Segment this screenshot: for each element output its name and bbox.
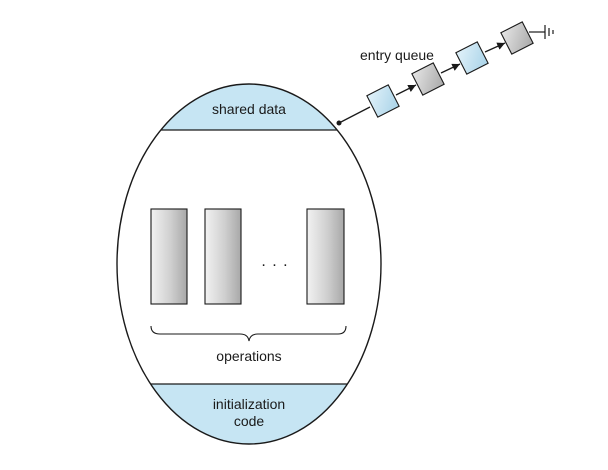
queue-arrow — [395, 84, 417, 96]
queue-process — [366, 84, 400, 118]
queue-null-terminator-icon — [529, 25, 554, 39]
initialization-label-line2: code — [234, 413, 265, 429]
operation-box — [204, 208, 242, 305]
initialization-label-line1: initialization — [213, 396, 285, 412]
queue-connector — [338, 106, 371, 124]
monitor-outline — [116, 83, 382, 445]
shared-data-region — [117, 84, 381, 130]
operations-ellipsis: . . . — [261, 253, 288, 270]
operations-label: operations — [216, 348, 281, 364]
operation-box — [150, 208, 188, 305]
queue-process — [455, 41, 489, 75]
queue-arrow — [484, 42, 506, 53]
shared-data-label: shared data — [212, 101, 286, 117]
queue-process — [411, 62, 445, 96]
operations-brace — [150, 325, 347, 342]
operation-box — [306, 208, 345, 305]
queue-arrow — [440, 63, 461, 74]
queue-process — [500, 21, 534, 55]
entry-queue-label: entry queue — [360, 47, 434, 63]
